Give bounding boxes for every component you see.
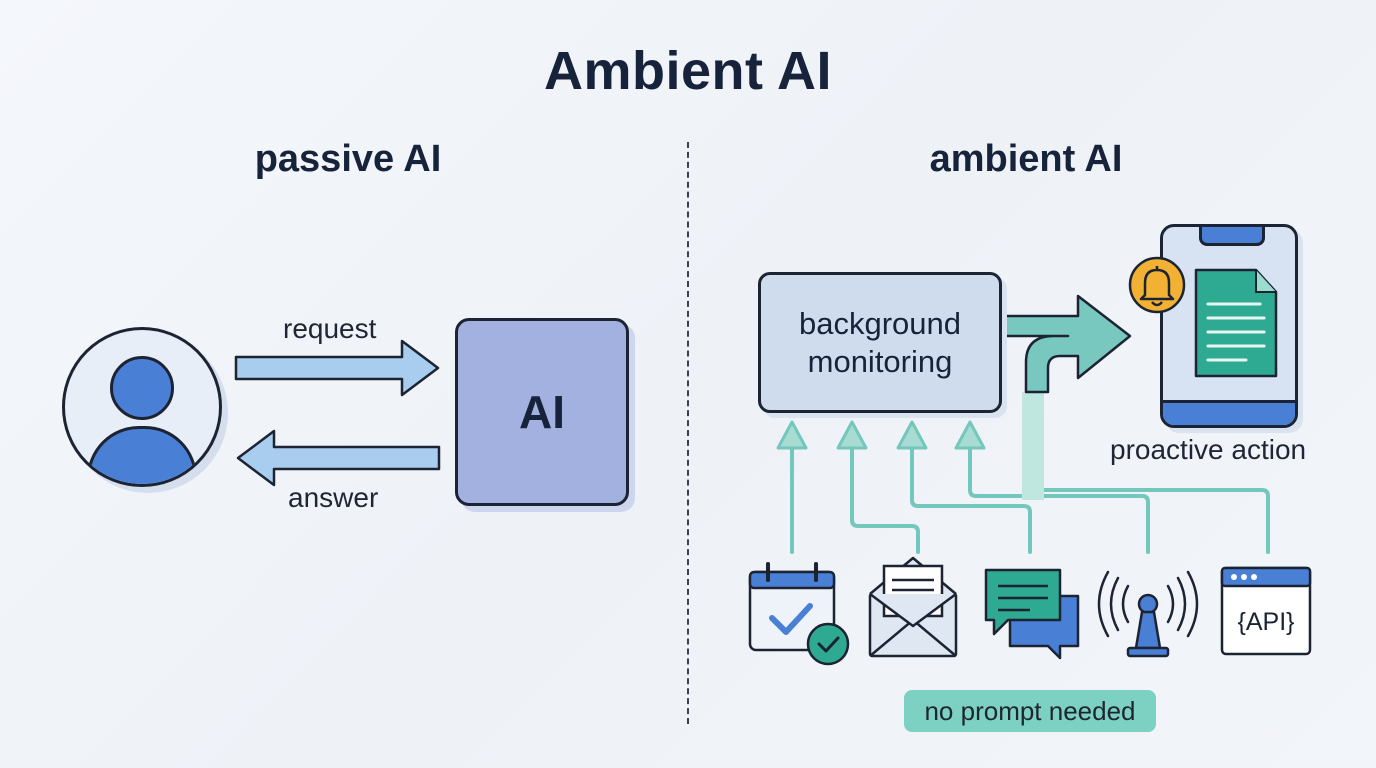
answer-label: answer [288, 482, 379, 513]
passive-ai-heading: passive AI [254, 138, 442, 180]
section-divider [687, 142, 689, 724]
email-icon [868, 556, 958, 658]
api-window-icon: {API} [1220, 566, 1312, 656]
monitor-line-2: monitoring [807, 343, 953, 379]
up-arrowhead-2 [836, 420, 868, 450]
user-avatar-icon [62, 327, 222, 487]
background-monitoring-box: background monitoring [758, 272, 1002, 413]
document-icon [1194, 268, 1278, 378]
up-arrowhead-3 [896, 420, 928, 450]
action-arrow [1000, 294, 1132, 394]
monitor-line-1: background [798, 305, 961, 341]
request-label: request [283, 313, 377, 344]
no-prompt-needed-badge: no prompt needed [904, 690, 1156, 732]
up-arrowhead-4 [954, 420, 986, 450]
ambient-ai-heading: ambient AI [929, 138, 1123, 180]
email-connector [850, 438, 920, 554]
up-arrowhead-1 [776, 420, 808, 450]
proactive-action-label: proactive action [1110, 434, 1307, 465]
api-connector [1028, 468, 1270, 554]
ai-box: AI [455, 318, 629, 506]
request-arrow [234, 339, 440, 397]
calendar-icon [748, 562, 850, 666]
signal-tower-icon [1097, 570, 1199, 658]
feed-stem [1022, 392, 1044, 500]
answer-arrow [236, 429, 441, 487]
diagram-title: Ambient AI [544, 41, 832, 101]
api-label: {API} [1238, 608, 1295, 636]
chat-icon [984, 568, 1080, 660]
signal-connector [968, 438, 1150, 554]
chat-connector [910, 438, 1032, 554]
